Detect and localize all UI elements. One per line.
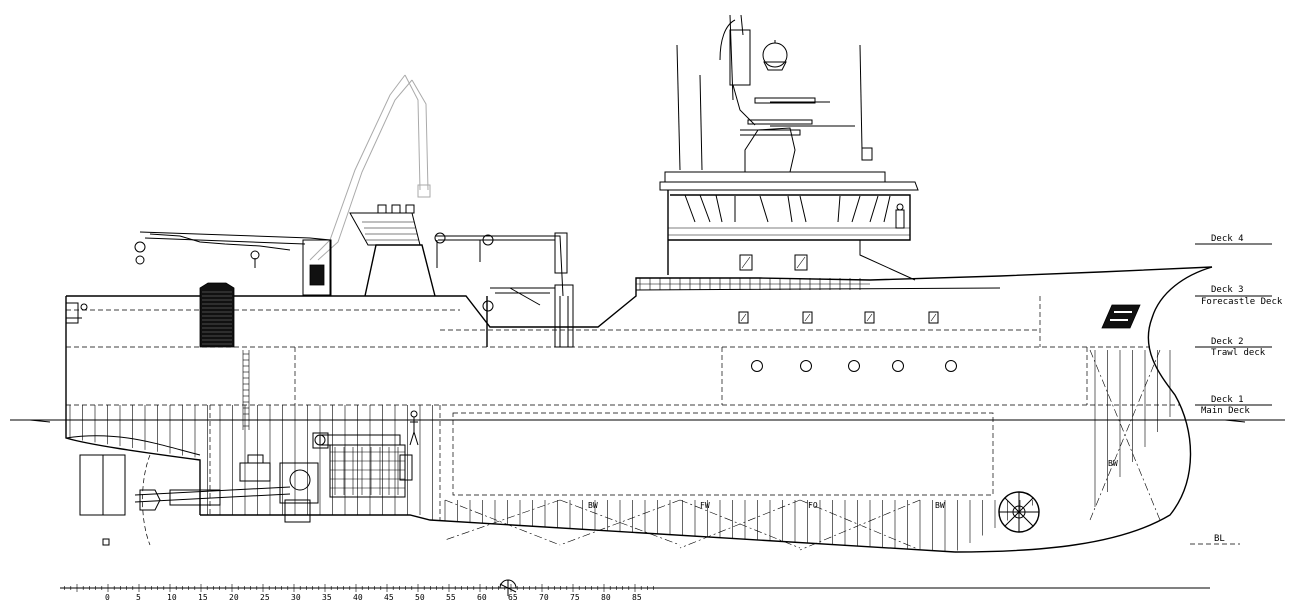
- tank-dashed-box: [444, 349, 1161, 551]
- frame-number-75: 75: [570, 593, 580, 602]
- deck-1-label: Deck 1: [1211, 395, 1244, 405]
- bow-logo: [1101, 304, 1141, 329]
- bow-thruster: [998, 491, 1040, 533]
- frame-number-25: 25: [260, 593, 270, 602]
- deck-3-sublabel: Forecastle Deck: [1201, 297, 1283, 307]
- deck-3-label: Deck 3: [1211, 285, 1244, 295]
- net-drum: [199, 282, 235, 348]
- stern-gantry: [65, 302, 88, 324]
- frame-number-45: 45: [384, 593, 394, 602]
- deck-level-markers: [1190, 243, 1272, 545]
- frame-number-60: 60: [477, 593, 487, 602]
- deck-4-label: Deck 4: [1211, 234, 1244, 244]
- center-crane: [434, 232, 574, 348]
- deck-2-label: Deck 2: [1211, 337, 1244, 347]
- tank-label-fo: FO: [808, 501, 818, 510]
- portholes: [751, 360, 957, 372]
- folding-crane: [309, 74, 431, 261]
- ladder: [242, 350, 250, 430]
- frame-number-85: 85: [632, 593, 642, 602]
- frame-number-70: 70: [539, 593, 549, 602]
- main-engine: [239, 432, 413, 523]
- baseline-label: BL: [1214, 534, 1225, 544]
- tank-label-bw-3: BW: [935, 501, 945, 510]
- deck-1-sublabel: Main Deck: [1201, 406, 1250, 416]
- frame-number-80: 80: [601, 593, 611, 602]
- mast-structure: [676, 14, 873, 173]
- frame-number-30: 30: [291, 593, 301, 602]
- deck-2-sublabel: Trawl deck: [1211, 348, 1266, 358]
- frame-number-5: 5: [136, 593, 141, 602]
- deck-lines: [66, 296, 1180, 520]
- shaft-propeller: [79, 454, 291, 546]
- scale-figure: [409, 410, 419, 446]
- frame-number-35: 35: [322, 593, 332, 602]
- tank-label-bw-2: BW: [588, 501, 598, 510]
- frame-number-55: 55: [446, 593, 456, 602]
- superstructure: [635, 171, 1001, 291]
- frame-number-15: 15: [198, 593, 208, 602]
- small-crane: [482, 287, 556, 347]
- tank-label-fw: FW: [700, 501, 710, 510]
- frame-number-10: 10: [167, 593, 177, 602]
- aft-crane: [134, 231, 332, 296]
- frame-hatching: [69, 350, 1171, 551]
- frame-number-65: 65: [508, 593, 518, 602]
- funnel: [349, 204, 436, 297]
- frame-number-20: 20: [229, 593, 239, 602]
- tank-label-bw-1: BW: [1108, 459, 1118, 468]
- frame-number-0: 0: [105, 593, 110, 602]
- frame-number-50: 50: [415, 593, 425, 602]
- hull-windows: [738, 311, 939, 324]
- frame-scale: 0 5 10 15 20 25 30 35 40 45 50 55 60 65 70 75 80 85: [60, 579, 1210, 602]
- frame-number-40: 40: [353, 593, 363, 602]
